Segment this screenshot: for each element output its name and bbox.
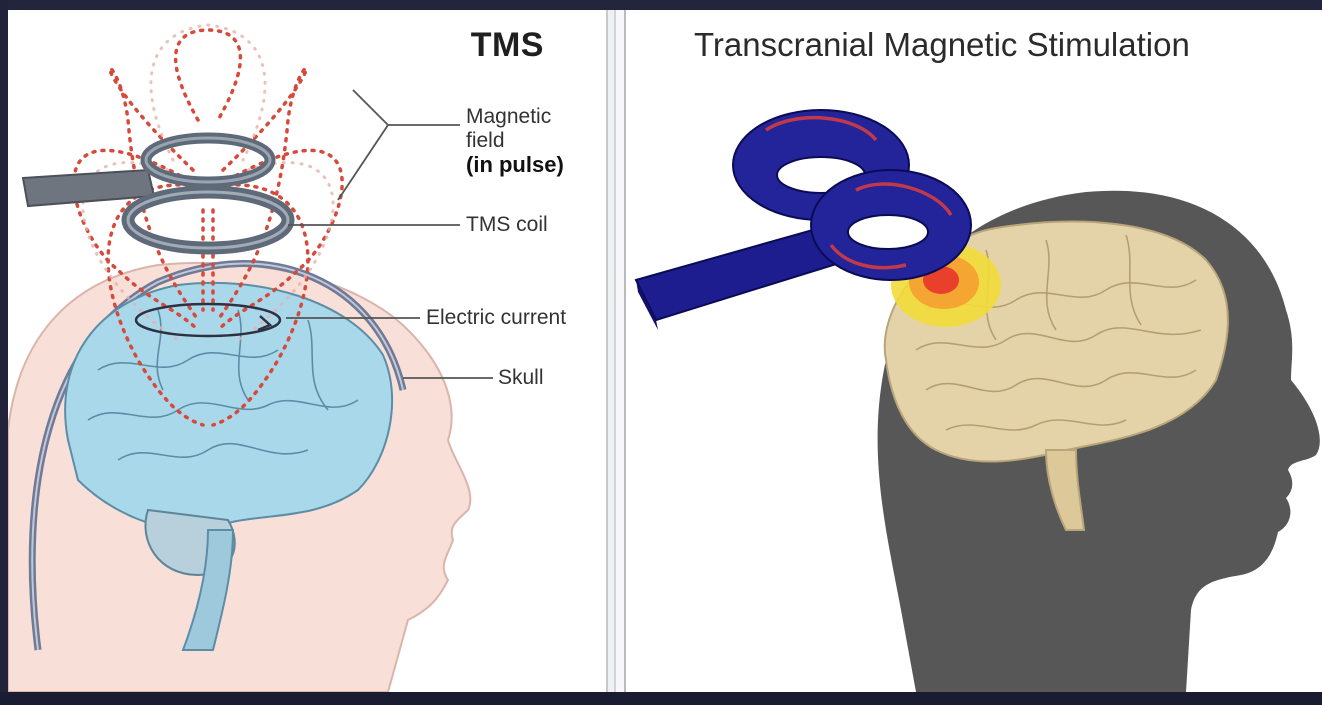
coil-handle bbox=[23, 170, 154, 206]
label-magnetic-line2: field bbox=[466, 129, 505, 153]
stimulation-illustration bbox=[626, 10, 1322, 692]
window-frame-left bbox=[0, 0, 8, 705]
label-electric-current: Electric current bbox=[426, 306, 566, 330]
window-frame-top bbox=[0, 0, 1322, 10]
tms-diagram-panel: TMS Magnetic field (in pulse) TMS coil E… bbox=[8, 10, 606, 692]
label-magnetic-line1: Magnetic bbox=[466, 105, 551, 129]
label-tms-coil: TMS coil bbox=[466, 213, 548, 237]
label-in-pulse: (in pulse) bbox=[466, 153, 564, 177]
tms-title: TMS bbox=[471, 26, 544, 65]
window-frame-bottom bbox=[0, 692, 1322, 705]
panel-divider bbox=[606, 10, 626, 692]
label-skull: Skull bbox=[498, 366, 544, 390]
transcranial-stimulation-panel: Transcranial Magnetic Stimulation bbox=[626, 10, 1322, 692]
